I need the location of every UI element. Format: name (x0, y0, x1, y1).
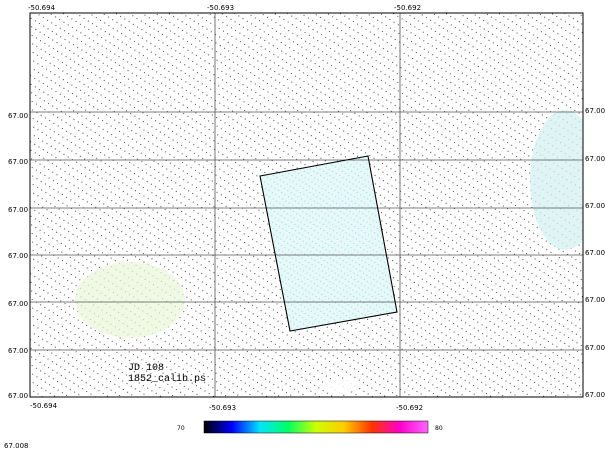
x-tick-top-0: -50.694 (28, 4, 56, 12)
x-tick-bottom-1: -50.693 (209, 404, 236, 412)
x-tick-top-2: -50.692 (394, 4, 421, 12)
plot-frame (29, 12, 584, 398)
x-axis-bottom: -50.694 -50.693 -50.692 (30, 402, 423, 412)
y-tick-right-3: 67.00 (585, 249, 605, 257)
y-axis-right: 67.00 67.00 67.00 67.00 67.00 67.00 67.0… (585, 107, 605, 399)
cyan-patch-right (530, 110, 583, 250)
annotation-line-1: JD 108 (128, 363, 164, 374)
y-tick-right-0: 67.00 (585, 107, 605, 115)
colorbar-min-label: 70 (177, 425, 185, 432)
y-tick-left-0: 67.00 (8, 112, 28, 120)
colorbar-gradient (203, 420, 429, 434)
x-tick-top-1: -50.693 (207, 4, 234, 12)
x-tick-bottom-2: -50.692 (396, 404, 423, 412)
y-tick-right-6: 67.00 (585, 391, 605, 399)
footprint-outline (259, 155, 398, 332)
y-tick-right-4: 67.00 (585, 296, 605, 304)
y-tick-left-1: 67.00 (8, 158, 28, 166)
green-patch (75, 262, 185, 338)
colorbar-max-label: 80 (435, 425, 443, 432)
y-tick-left-3: 67.00 (8, 252, 28, 260)
y-axis-left: 67.00 67.00 67.00 67.00 67.00 67.00 67.0… (8, 112, 28, 400)
x-tick-bottom-0: -50.694 (30, 402, 58, 410)
y-tick-left-6: 67.00 (8, 392, 28, 400)
y-tick-right-2: 67.00 (585, 202, 605, 210)
annotation-line-2: 1852_calib.ps (128, 373, 206, 385)
white-spot (322, 379, 358, 393)
grid-lines (30, 13, 583, 397)
x-axis-top: -50.694 -50.693 -50.692 (28, 4, 421, 12)
map-annotation: JD 108 1852_calib.ps (128, 363, 206, 385)
bottom-left-label: 67.008 (4, 442, 29, 450)
y-tick-right-1: 67.00 (585, 155, 605, 163)
y-tick-left-4: 67.00 (8, 300, 28, 308)
footprint-dots (260, 156, 397, 331)
y-tick-left-2: 67.00 (8, 206, 28, 214)
plot-area (30, 13, 583, 397)
y-tick-left-5: 67.00 (8, 347, 28, 355)
colorbar: 70 80 (177, 420, 443, 434)
y-tick-right-5: 67.00 (585, 344, 605, 352)
